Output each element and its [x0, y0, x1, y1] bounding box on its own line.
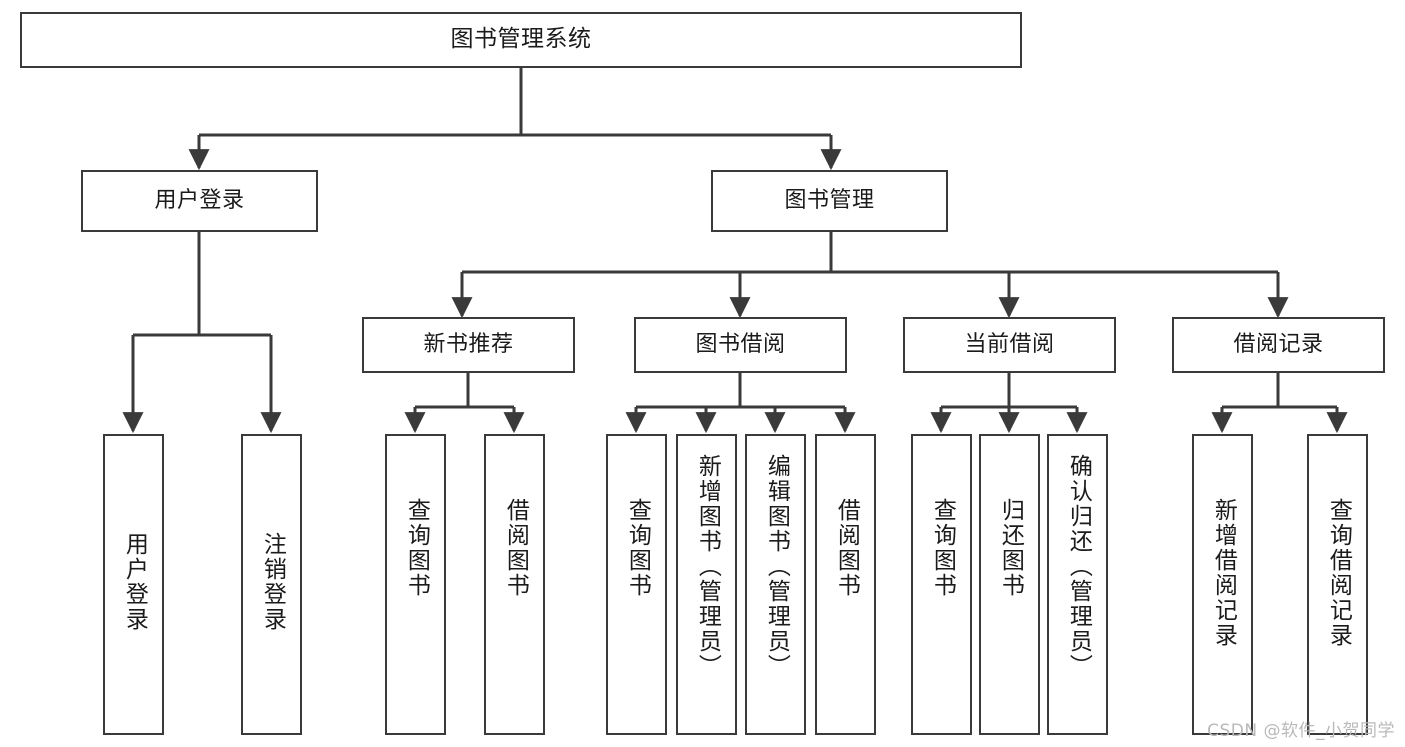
node-leaf-query-book-borrow[interactable]: 查询图书: [606, 434, 667, 735]
node-label: 查询图书: [624, 498, 651, 598]
node-leaf-user-login[interactable]: 用户登录: [103, 434, 164, 735]
node-leaf-add-book-admin[interactable]: 新增图书（管理员）: [676, 434, 737, 735]
watermark-csdn: CSDN @软件_小贺同学: [1207, 721, 1395, 741]
node-label: 新书推荐: [423, 332, 514, 358]
node-label: 新增图书（管理员）: [694, 454, 721, 679]
node-label: 归还图书: [997, 498, 1024, 598]
node-user-login[interactable]: 用户登录: [81, 170, 318, 232]
node-label: 借阅图书: [833, 498, 860, 598]
node-label: 借阅图书: [502, 498, 529, 598]
node-new-book-recommend[interactable]: 新书推荐: [362, 317, 575, 373]
node-label: 图书借阅: [695, 332, 786, 358]
node-current-borrow[interactable]: 当前借阅: [903, 317, 1116, 373]
node-label: 查询借阅记录: [1325, 498, 1352, 648]
node-label: 确认归还（管理员）: [1065, 454, 1092, 679]
node-label: 图书管理: [784, 188, 875, 214]
node-leaf-logout[interactable]: 注销登录: [241, 434, 302, 735]
node-label: 借阅记录: [1233, 332, 1324, 358]
node-leaf-confirm-return-admin[interactable]: 确认归还（管理员）: [1047, 434, 1108, 735]
node-leaf-edit-book-admin[interactable]: 编辑图书（管理员）: [745, 434, 806, 735]
node-leaf-add-borrow-record[interactable]: 新增借阅记录: [1192, 434, 1253, 735]
node-label: 注销登录: [259, 532, 286, 632]
node-borrow-record[interactable]: 借阅记录: [1172, 317, 1385, 373]
node-label: 用户登录: [121, 532, 148, 632]
node-book-management[interactable]: 图书管理: [711, 170, 948, 232]
node-leaf-query-book-recommend[interactable]: 查询图书: [385, 434, 446, 735]
node-label: 用户登录: [154, 188, 245, 214]
node-label: 编辑图书（管理员）: [763, 454, 790, 679]
node-label: 当前借阅: [964, 332, 1055, 358]
node-leaf-query-borrow-record[interactable]: 查询借阅记录: [1307, 434, 1368, 735]
node-label: 查询图书: [403, 498, 430, 598]
node-root-book-management-system[interactable]: 图书管理系统: [20, 12, 1022, 68]
node-label: 新增借阅记录: [1210, 498, 1237, 648]
node-label: 查询图书: [929, 498, 956, 598]
node-leaf-query-book-current[interactable]: 查询图书: [911, 434, 972, 735]
node-leaf-borrow-book[interactable]: 借阅图书: [815, 434, 876, 735]
node-leaf-borrow-book-recommend[interactable]: 借阅图书: [484, 434, 545, 735]
node-book-borrow[interactable]: 图书借阅: [634, 317, 847, 373]
node-label: 图书管理系统: [450, 26, 592, 53]
node-leaf-return-book[interactable]: 归还图书: [979, 434, 1040, 735]
